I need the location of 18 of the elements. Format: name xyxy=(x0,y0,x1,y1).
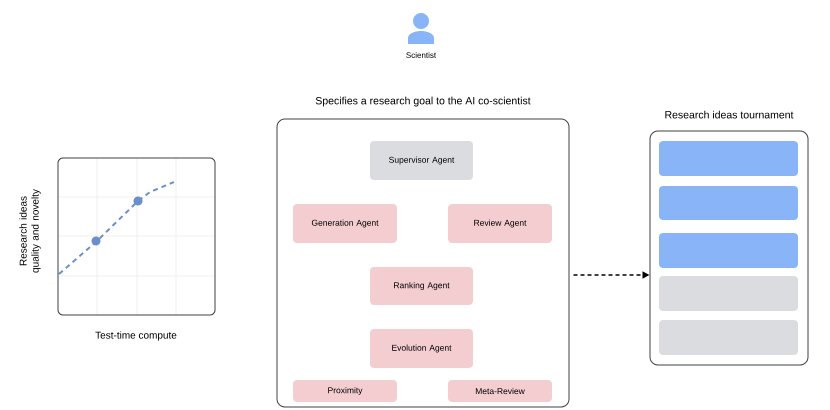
agent-box: Ranking Agent xyxy=(370,267,473,305)
node-label: Specifies a research goal to the AI co-scientist xyxy=(316,96,531,106)
agent-box: Generation Agent xyxy=(293,204,397,243)
agent-box: Meta-Review xyxy=(448,380,552,402)
node-label: Research ideas tournament xyxy=(665,110,794,118)
idea-bar xyxy=(659,186,798,220)
panel: Research ideas tournament xyxy=(650,110,808,366)
agent-box: Evolution Agent xyxy=(370,329,473,368)
idea-bar xyxy=(659,320,798,355)
axis-label: Research ideas quality and novelty xyxy=(19,189,41,273)
agent-box: Supervisor Agent xyxy=(370,141,473,180)
idea-bar xyxy=(659,276,798,311)
idea-bar xyxy=(659,233,798,268)
agent-box: Review Agent xyxy=(448,204,552,243)
idea-bar xyxy=(659,141,798,176)
axis-label: Test-time compute xyxy=(95,331,176,341)
caption: Scientist xyxy=(406,52,436,58)
agent-box: Proximity xyxy=(293,380,397,402)
